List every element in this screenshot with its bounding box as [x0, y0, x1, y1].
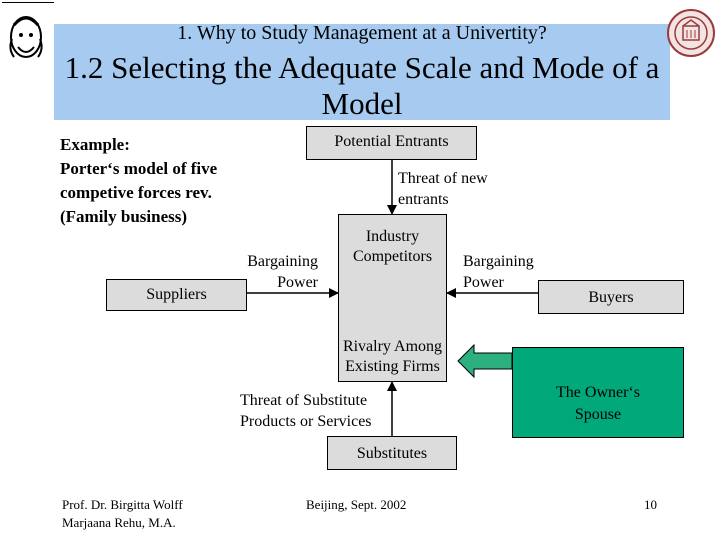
threat-sub-line-1: Threat of Substitute — [240, 392, 368, 409]
suppliers-box: Suppliers — [106, 279, 247, 311]
threat-new-line-1: Threat of new — [398, 170, 488, 187]
slide-title: 1.2 Selecting the Adequate Scale and Mod… — [64, 50, 660, 121]
owner-line-2: Spouse — [574, 406, 622, 423]
rivalry-line-2: Existing Firms — [345, 358, 440, 375]
bargaining-left-line-1: Bargaining — [247, 253, 318, 270]
bargaining-right-line-1: Bargaining — [463, 253, 534, 270]
threat-new-line-2: entrants — [398, 191, 449, 208]
page-number: 10 — [644, 497, 657, 512]
threat-sub-line-2: Products or Services — [240, 413, 372, 430]
author-line-1: Prof. Dr. Birgitta Wolff — [62, 497, 183, 512]
owner-influence-arrow-icon — [457, 343, 513, 379]
example-text: Example: Porter‘s model of five competiv… — [60, 133, 300, 229]
industry-line-1: Industry — [365, 228, 420, 245]
industry-line-2: Competitors — [352, 248, 433, 265]
rivalry-line-1: Rivalry Among — [342, 338, 443, 355]
bargaining-left-line-2: Power — [277, 274, 318, 291]
buyers-box: Buyers — [538, 280, 684, 314]
threat-new-entrants-label: Threat of new entrants — [398, 168, 488, 210]
potential-entrants-box: Potential Entrants — [306, 126, 477, 160]
footer-location: Beijing, Sept. 2002 — [306, 497, 407, 512]
buyer-bargaining-label: Bargaining Power — [463, 251, 534, 293]
example-line-4: (Family business) — [60, 207, 188, 226]
threat-substitute-label: Threat of Substitute Products or Service… — [240, 390, 372, 432]
university-seal-icon — [667, 9, 715, 57]
portrait-logo-icon — [2, 2, 54, 58]
suppliers-label: Suppliers — [146, 286, 207, 303]
footer-authors: Prof. Dr. Birgitta Wolff Marjaana Rehu, … — [62, 496, 183, 532]
buyers-label: Buyers — [588, 289, 634, 306]
substitutes-label: Substitutes — [356, 445, 428, 462]
bargaining-right-line-2: Power — [463, 274, 504, 291]
owners-spouse-box: The Owner‘s Spouse — [512, 347, 684, 438]
industry-competitors-box: Industry Competitors Rivalry Among Exist… — [338, 214, 447, 382]
potential-entrants-label: Potential Entrants — [334, 133, 449, 150]
owner-line-1: The Owner‘s — [556, 384, 640, 401]
example-line-3: competive forces rev. — [60, 183, 212, 202]
slide-subtitle: 1. Why to Study Management at a Univerti… — [177, 22, 547, 44]
example-line-2: Porter‘s model of five — [60, 159, 218, 178]
author-line-2: Marjaana Rehu, M.A. — [62, 515, 176, 530]
title-band — [54, 24, 670, 120]
example-line-1: Example: — [60, 135, 130, 154]
supplier-bargaining-label: Bargaining Power — [236, 251, 318, 293]
substitutes-box: Substitutes — [327, 436, 457, 470]
